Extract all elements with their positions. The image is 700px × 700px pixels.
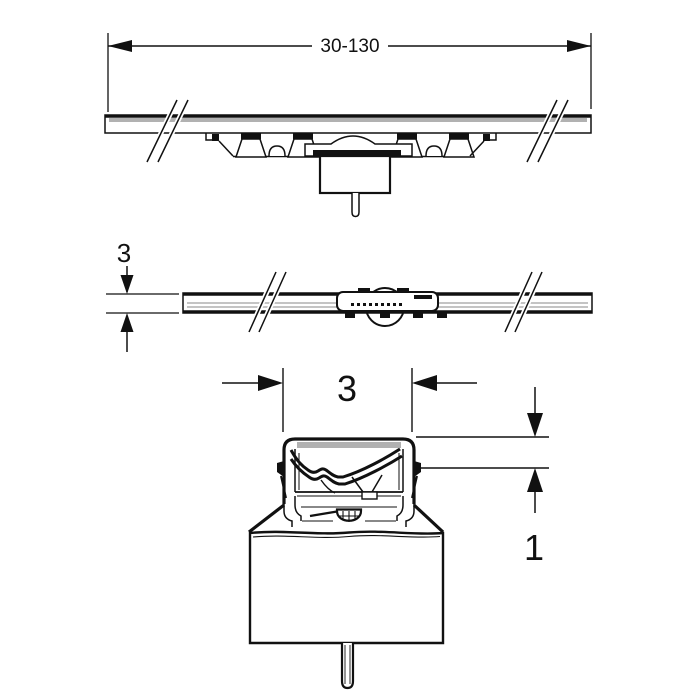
bump (268, 145, 286, 157)
top-tab (358, 288, 370, 293)
outlet-assembly (304, 135, 413, 218)
break-mark-icon (248, 271, 277, 333)
dim-width-label: 3 (337, 368, 357, 409)
arrowhead-right-icon (567, 40, 591, 52)
arrowhead-left-icon (108, 40, 132, 52)
profile-outer-frame (282, 437, 416, 504)
housing-top-line (252, 535, 441, 538)
top-tab (397, 288, 409, 293)
funnel-outlet (361, 491, 378, 500)
hook-left-diagonal (218, 140, 234, 157)
cross-section-view: 3 1 (222, 368, 549, 690)
break-marks (246, 270, 545, 334)
section-profile (248, 437, 445, 690)
hook-left (205, 133, 212, 141)
bottom-tab (380, 313, 390, 318)
arrowhead-up-icon (120, 313, 134, 332)
hole (357, 303, 360, 306)
dim-thickness: 3 (106, 238, 179, 352)
arrowhead-down-icon (120, 275, 134, 294)
arrowhead-left-icon (412, 375, 437, 391)
bottom-tab (345, 313, 355, 318)
bottom-tab (413, 313, 423, 318)
wing-right (412, 503, 445, 534)
tile-edge-shading (297, 442, 401, 448)
dip-curve (320, 479, 336, 494)
dim-thickness-label: 3 (117, 238, 131, 268)
dim-depth-label: 1 (524, 527, 544, 568)
break-mark-icon (258, 271, 287, 333)
arrowhead-down-icon (527, 413, 543, 437)
drain-pin (351, 193, 360, 218)
hole (351, 303, 354, 306)
leg-right (396, 496, 404, 521)
collector-insert (336, 288, 447, 318)
arrowhead-up-icon (527, 468, 543, 492)
clip (234, 138, 268, 158)
wing-left (248, 503, 285, 534)
channel-elevation-view (104, 98, 592, 218)
tab-tail-left (280, 475, 287, 499)
dim-depth: 1 (416, 387, 549, 568)
break-mark-icon (504, 271, 533, 333)
collector-dash (414, 295, 432, 299)
hole (375, 303, 378, 306)
clip-cap (241, 133, 261, 139)
clip-cap (397, 133, 417, 139)
bump (425, 145, 443, 157)
collector-body (336, 291, 439, 312)
hole (369, 303, 372, 306)
hole (399, 303, 402, 306)
drain-pin (340, 643, 355, 690)
outlet-flange-band (313, 150, 401, 156)
funnel-left (351, 476, 364, 493)
screw-boss (335, 508, 363, 522)
side-tab-left (277, 461, 284, 477)
clip (442, 138, 476, 158)
funnel-right (371, 474, 383, 493)
channel-bar-shading (109, 118, 587, 122)
sloped-channel-lower (289, 454, 403, 486)
hole (381, 303, 384, 306)
hole (387, 303, 390, 306)
break-mark-icon (526, 99, 558, 163)
dim-length-label: 30-130 (320, 36, 379, 57)
step-left (283, 504, 293, 527)
tab-tail-right (411, 475, 418, 499)
side-tab-right (414, 461, 421, 477)
hook-right-diagonal (469, 140, 485, 157)
hook-right (490, 133, 497, 141)
step-right (405, 504, 415, 527)
hook-right-nub (483, 134, 490, 141)
clip-cap (449, 133, 469, 139)
collector-holes (351, 303, 402, 306)
break-mark-icon (514, 271, 543, 333)
sloped-channel-upper (289, 447, 401, 479)
dim-length: 30-130 (107, 33, 592, 112)
dim-width: 3 (222, 368, 477, 432)
hole (393, 303, 396, 306)
hook-left-nub (212, 134, 219, 141)
trap-housing-box (248, 530, 445, 645)
drain-trap-box (318, 154, 392, 195)
profile-edge-view: 3 (106, 238, 593, 352)
break-mark-icon (157, 99, 189, 163)
break-mark-icon (146, 99, 178, 163)
bottom-tab (437, 313, 447, 318)
leg-left (294, 496, 302, 521)
break-marks (144, 98, 571, 164)
break-mark-icon (537, 99, 569, 163)
lever (309, 510, 338, 518)
arrowhead-right-icon (258, 375, 283, 391)
clip-cap (293, 133, 313, 139)
hole (363, 303, 366, 306)
